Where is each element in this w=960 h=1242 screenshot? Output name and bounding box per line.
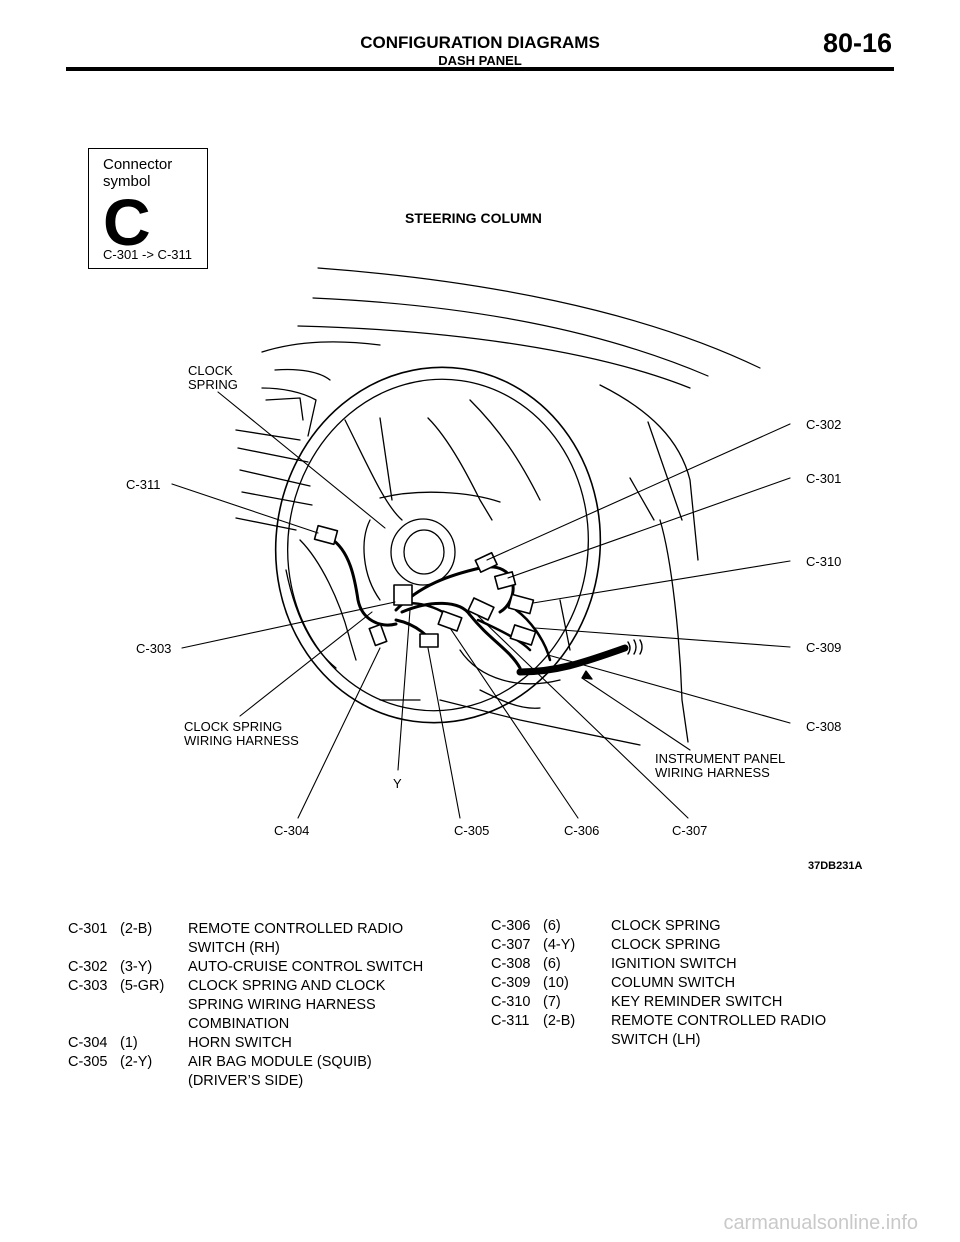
label-c301: C-301 [806,471,842,486]
label-clock-spring-wiring-harness: CLOCK SPRING WIRING HARNESS [184,719,299,748]
legend-left: C-301 (2-B) REMOTE CONTROLLED RADIO SWIT… [68,920,468,1091]
label-c302: C-302 [806,417,842,432]
legend-row: C-307 (4-Y) CLOCK SPRING [491,936,891,955]
legend-row: C-304 (1) HORN SWITCH [68,1034,468,1053]
page-number: 80-16 [822,28,892,58]
connector-id: C-309 [491,975,531,991]
page-title: CONFIGURATION DIAGRAMS [360,33,600,52]
label-c306: C-306 [564,823,600,838]
header-rule [66,67,894,71]
connector-description: KEY REMINDER SWITCH [611,994,783,1010]
diagram-title: STEERING COLUMN [405,210,542,226]
label-c305: C-305 [454,823,490,838]
label-y: Y [393,776,402,791]
connector-id: C-307 [491,937,531,953]
connector-code: (1) [120,1035,138,1051]
connector-description: HORN SWITCH [188,1035,292,1051]
label-c309: C-309 [806,640,842,655]
label-c304: C-304 [274,823,310,838]
connector-symbol-box: Connector symbol C C-301 -> C-311 [88,148,208,269]
connector-description: AUTO-CRUISE CONTROL SWITCH [188,959,424,975]
label-c310: C-310 [806,554,842,569]
connector-id: C-310 [491,994,531,1010]
connector-code: (5-GR) [120,978,165,994]
connector-code: (2-Y) [120,1054,153,1070]
label-clock-spring: CLOCK SPRING [188,363,238,392]
watermark-footer: carmanualsonline.info [723,1212,918,1234]
connector-id: C-311 [491,1013,530,1029]
label-c308: C-308 [806,719,842,734]
legend-right: C-306 (6) CLOCK SPRING C-307 (4-Y) CLOCK… [491,917,891,1050]
connector-id: C-301 [68,921,108,937]
connector-code: (10) [543,975,569,991]
label-c307: C-307 [672,823,708,838]
connector-code: (2-B) [120,921,153,937]
connector-code: (3-Y) [120,959,153,975]
connector-symbol-range: C-301 -> C-311 [103,247,192,262]
legend-row: C-308 (6) IGNITION SWITCH [491,955,891,974]
legend-row: C-306 (6) CLOCK SPRING [491,917,891,936]
connector-description: REMOTE CONTROLLED RADIO SWITCH (RH) [188,921,404,956]
connector-description: CLOCK SPRING [611,937,721,953]
connector-description: AIR BAG MODULE (SQUIB) (DRIVER’S SIDE) [188,1054,372,1089]
connector-code: (2-B) [543,1013,576,1029]
connector-description: CLOCK SPRING AND CLOCK SPRING WIRING HAR… [188,978,386,1032]
connector-id: C-306 [491,918,531,934]
connector-id: C-305 [68,1054,108,1070]
legend-row: C-301 (2-B) REMOTE CONTROLLED RADIO SWIT… [68,920,468,958]
legend-row: C-309 (10) COLUMN SWITCH [491,974,891,993]
connector-id: C-302 [68,959,108,975]
connector-code: (6) [543,918,561,934]
connector-id: C-303 [68,978,108,994]
connector-symbol-letter: C [103,185,151,259]
connector-code: (7) [543,994,561,1010]
figure-code: 37DB231A [808,860,863,872]
connector-symbol-caption: Connector symbol [103,156,173,190]
legend-row: C-302 (3-Y) AUTO-CRUISE CONTROL SWITCH [68,958,468,977]
label-c303: C-303 [136,641,172,656]
connector-description: REMOTE CONTROLLED RADIO SWITCH (LH) [611,1013,827,1048]
label-instrument-panel-wiring-harness: INSTRUMENT PANEL WIRING HARNESS [655,751,786,780]
connector-code: (4-Y) [543,937,576,953]
connector-code: (6) [543,956,561,972]
connector-description: COLUMN SWITCH [611,975,736,991]
legend-row: C-305 (2-Y) AIR BAG MODULE (SQUIB) (DRIV… [68,1053,468,1091]
connector-id: C-308 [491,956,531,972]
page-subtitle: DASH PANEL [438,53,522,68]
legend-row: C-303 (5-GR) CLOCK SPRING AND CLOCK SPRI… [68,977,468,1034]
connector-description: CLOCK SPRING [611,918,721,934]
legend-row: C-310 (7) KEY REMINDER SWITCH [491,993,891,1012]
label-c311: C-311 [126,477,161,492]
connector-id: C-304 [68,1035,108,1051]
connector-description: IGNITION SWITCH [611,956,737,972]
legend-row: C-311 (2-B) REMOTE CONTROLLED RADIO SWIT… [491,1012,891,1050]
